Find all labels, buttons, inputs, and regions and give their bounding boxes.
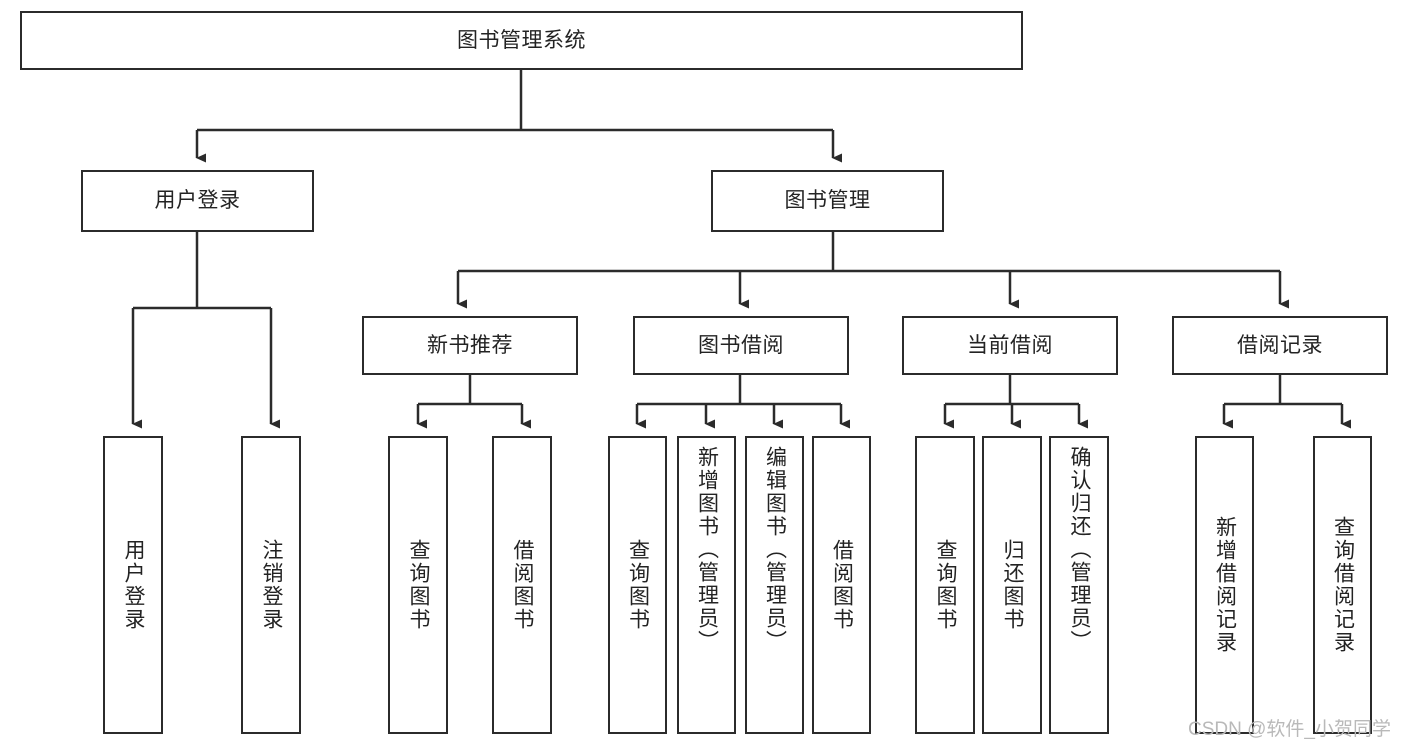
node-label: 查询借阅记录 xyxy=(1331,516,1355,654)
watermark-text: CSDN @软件_小贺同学 xyxy=(1188,719,1391,740)
node-label: 用户登录 xyxy=(154,189,241,213)
node-label: 当前借阅 xyxy=(967,333,1053,357)
node-label: 注销登录 xyxy=(259,539,283,631)
node-book-management[interactable]: 图书管理 xyxy=(711,170,944,232)
leaf-borrow-borrow-book[interactable]: 借阅图书 xyxy=(812,436,871,734)
leaf-user-logout[interactable]: 注销登录 xyxy=(241,436,301,734)
leaf-borrow-edit-book[interactable]: 编辑图书（管理员） xyxy=(745,436,804,734)
leaf-borrow-add-book[interactable]: 新增图书（管理员） xyxy=(677,436,736,734)
node-label: 用户登录 xyxy=(121,539,145,631)
node-book-borrow[interactable]: 图书借阅 xyxy=(633,316,849,375)
leaf-current-confirm-return[interactable]: 确认归还（管理员） xyxy=(1049,436,1109,734)
node-new-book-recommend[interactable]: 新书推荐 xyxy=(362,316,578,375)
node-user-login[interactable]: 用户登录 xyxy=(81,170,314,232)
node-label: 新书推荐 xyxy=(427,333,513,357)
node-label: 新增借阅记录 xyxy=(1213,516,1237,654)
node-label: 确认归还（管理员） xyxy=(1067,446,1091,653)
node-label: 查询图书 xyxy=(626,539,650,631)
leaf-user-login[interactable]: 用户登录 xyxy=(103,436,163,734)
leaf-recommend-borrow-book[interactable]: 借阅图书 xyxy=(492,436,552,734)
node-label: 图书借阅 xyxy=(698,333,784,357)
node-label: 图书管理 xyxy=(784,189,871,213)
node-label: 借阅记录 xyxy=(1237,333,1323,357)
node-label: 新增图书（管理员） xyxy=(695,446,719,653)
node-current-borrow[interactable]: 当前借阅 xyxy=(902,316,1118,375)
leaf-record-add-record[interactable]: 新增借阅记录 xyxy=(1195,436,1254,734)
leaf-current-query-book[interactable]: 查询图书 xyxy=(915,436,975,734)
leaf-record-query-record[interactable]: 查询借阅记录 xyxy=(1313,436,1372,734)
leaf-borrow-query-book[interactable]: 查询图书 xyxy=(608,436,667,734)
node-label: 查询图书 xyxy=(406,539,430,631)
node-root-system[interactable]: 图书管理系统 xyxy=(20,11,1023,70)
node-label: 图书管理系统 xyxy=(457,28,586,52)
leaf-recommend-query-book[interactable]: 查询图书 xyxy=(388,436,448,734)
node-label: 查询图书 xyxy=(933,539,957,631)
node-label: 借阅图书 xyxy=(830,539,854,631)
node-borrow-record[interactable]: 借阅记录 xyxy=(1172,316,1388,375)
leaf-current-return-book[interactable]: 归还图书 xyxy=(982,436,1042,734)
node-label: 借阅图书 xyxy=(510,539,534,631)
node-label: 归还图书 xyxy=(1000,539,1024,631)
node-label: 编辑图书（管理员） xyxy=(763,446,787,653)
